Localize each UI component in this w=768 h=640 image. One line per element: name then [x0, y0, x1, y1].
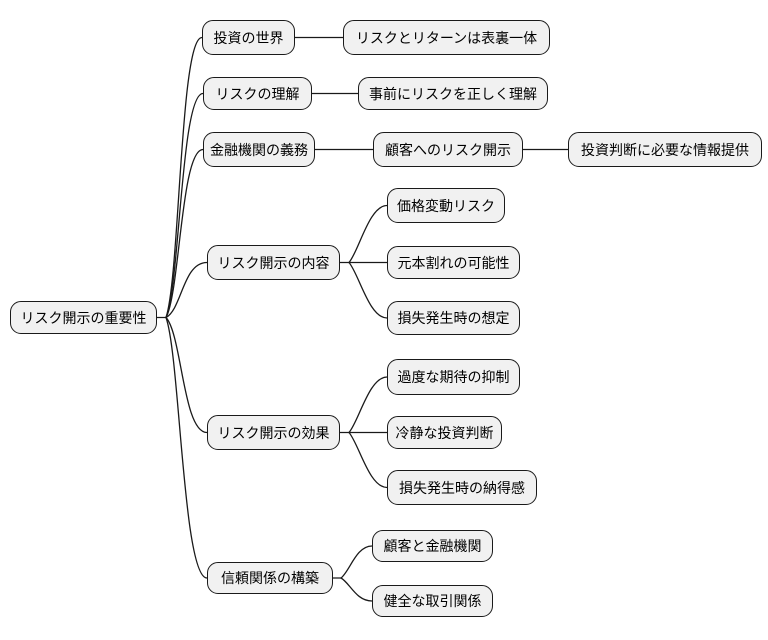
node-customer-and-institution: 顧客と金融機関	[372, 530, 493, 562]
node-sound-transaction-relationship: 健全な取引関係	[372, 585, 493, 617]
connector-branch-4-child-0	[348, 376, 388, 434]
node-price-volatility-risk: 価格変動リスク	[387, 188, 505, 223]
connector-branch-3-child-2	[348, 261, 388, 319]
connector-root-to-branch-2	[165, 148, 204, 319]
connector-root-to-branch-4	[165, 316, 208, 434]
node-loss-assumption: 損失発生時の想定	[387, 301, 520, 335]
node-customer-risk-disclosure: 顧客へのリスク開示	[373, 132, 523, 167]
node-prior-correct-understanding: 事前にリスクを正しく理解	[358, 77, 548, 110]
node-investment-world: 投資の世界	[202, 20, 295, 55]
connector-branch-5-child-1	[340, 577, 373, 602]
connector-root-to-branch-3	[165, 261, 208, 319]
node-info-for-investment-decision: 投資判断に必要な情報提供	[568, 132, 762, 167]
node-root: リスク開示の重要性	[10, 301, 157, 334]
connector-root-to-branch-1	[165, 92, 204, 319]
connector-branch-5-child-0	[340, 545, 373, 579]
node-principal-loss-possibility: 元本割れの可能性	[387, 246, 520, 279]
connector-branch-3-child-0	[348, 204, 388, 264]
node-risk-understanding: リスクの理解	[203, 77, 312, 110]
node-calm-investment-judgment: 冷静な投資判断	[387, 416, 502, 449]
node-risk-return-inseparable: リスクとリターンは表裏一体	[343, 20, 550, 55]
connector-branch-4-child-2	[348, 431, 388, 489]
node-loss-acceptance: 損失発生時の納得感	[387, 470, 537, 505]
node-disclosure-effect: リスク開示の効果	[207, 415, 340, 450]
node-excessive-expectation-control: 過度な期待の抑制	[387, 359, 520, 395]
connector-root-to-branch-5	[165, 316, 208, 579]
connector-root-to-branch-0	[165, 36, 203, 319]
node-institution-duty: 金融機関の義務	[203, 132, 315, 167]
node-trust-building: 信頼関係の構築	[207, 562, 333, 594]
node-disclosure-content: リスク開示の内容	[207, 245, 340, 280]
